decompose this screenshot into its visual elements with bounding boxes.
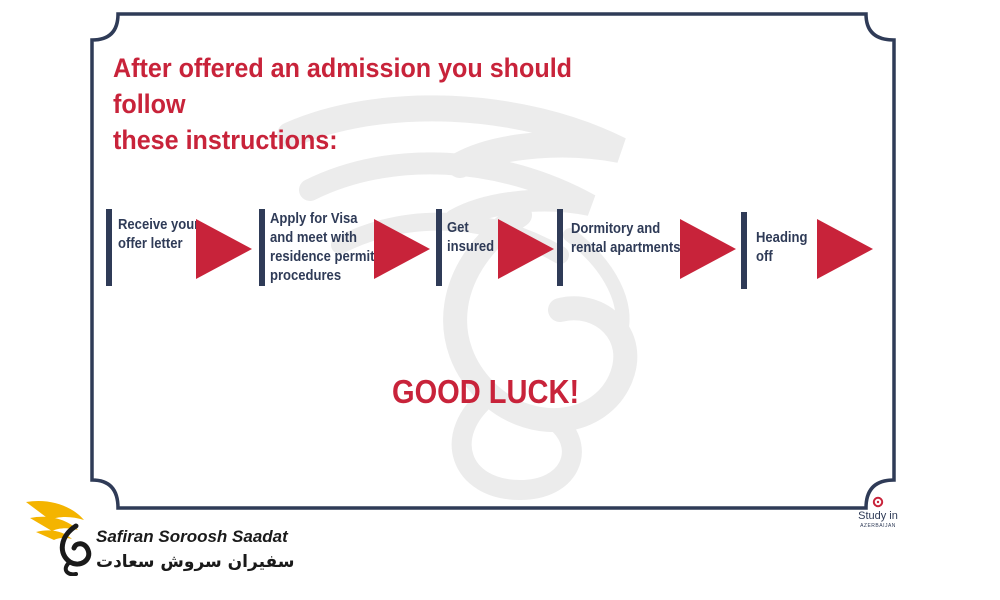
step-3-line-1: Get xyxy=(447,220,469,236)
step-1-line-1: Receive your xyxy=(118,217,200,233)
step-1-text: Receive your offer letter xyxy=(118,216,199,254)
step-3-arrow-icon xyxy=(498,219,554,279)
step-4-line-1: Dormitory and xyxy=(571,221,661,237)
step-5-line-2: off xyxy=(756,249,773,265)
step-2-bar xyxy=(259,209,265,286)
step-5-arrow-icon xyxy=(817,219,873,279)
step-5-bar xyxy=(741,212,747,289)
brand-name-persian: سفیران سروش سعادت xyxy=(96,552,295,572)
page-title: After offered an admission you should fo… xyxy=(113,50,634,158)
bird-wing-icon xyxy=(26,500,92,576)
flower-icon xyxy=(872,496,884,508)
brand-name-english: Safiran Soroosh Saadat xyxy=(96,527,288,546)
good-luck-text: GOOD LUCK! xyxy=(392,373,580,410)
step-1-bar xyxy=(106,209,112,286)
step-2-arrow-icon xyxy=(374,219,430,279)
step-1-line-2: offer letter xyxy=(118,236,183,252)
step-2-line-1: Apply for Visa xyxy=(270,211,358,227)
brand-logo: Safiran Soroosh Saadat سفیران سروش سعادت xyxy=(22,496,302,586)
step-4-line-2: rental apartments xyxy=(571,240,681,256)
step-3-bar xyxy=(436,209,442,286)
step-3-line-2: insured xyxy=(447,239,495,255)
step-4-bar xyxy=(557,209,563,286)
step-5-line-1: Heading xyxy=(756,230,808,246)
step-2-line-2: and meet with xyxy=(270,230,358,246)
study-logo-name: Study in xyxy=(858,510,898,522)
step-1-arrow-icon xyxy=(196,219,252,279)
study-in-logo: Study in AZERBAIJAN xyxy=(848,496,908,530)
step-4-text: Dormitory and rental apartments xyxy=(571,220,681,258)
step-2-line-3: residence permit xyxy=(270,249,375,265)
step-4-arrow-icon xyxy=(680,219,736,279)
study-logo-sub: AZERBAIJAN xyxy=(860,523,896,529)
step-3-text: Get insured xyxy=(447,219,494,257)
step-5-text: Heading off xyxy=(756,229,807,267)
title-line-1: After offered an admission you should fo… xyxy=(113,53,573,119)
step-2-line-4: procedures xyxy=(270,268,342,284)
title-line-2: these instructions: xyxy=(113,125,338,155)
step-2-text: Apply for Visa and meet with residence p… xyxy=(270,210,374,286)
